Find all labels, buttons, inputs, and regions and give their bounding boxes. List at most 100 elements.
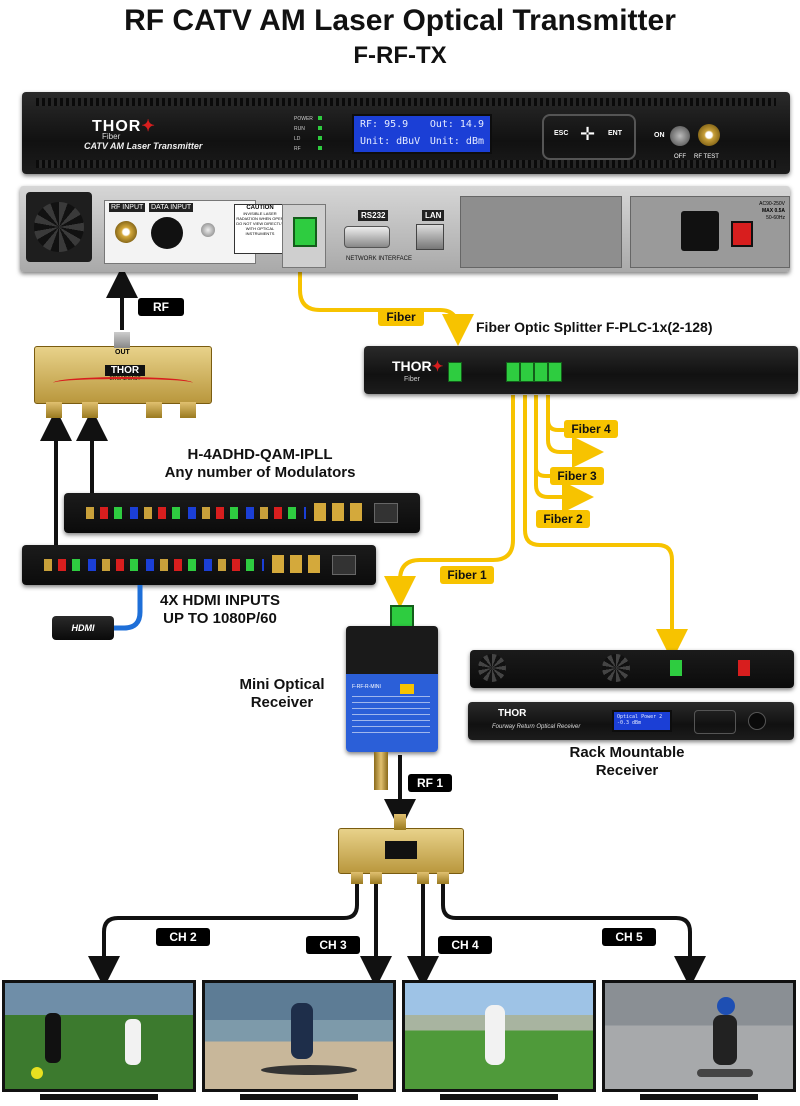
rack-lcd-line2: -0.3 dBm xyxy=(617,720,642,726)
switch-on-label: ON xyxy=(654,132,665,139)
hdmi-plug-label: HDMI xyxy=(71,623,95,633)
hdmi-plug-icon: HDMI xyxy=(52,616,114,640)
hdmi-caption-line1: 4X HDMI INPUTS xyxy=(159,592,280,609)
splitter-output-port-4[interactable] xyxy=(548,362,562,382)
led-ld-label: LD xyxy=(294,136,301,142)
fiber-splitter-title: Fiber Optic Splitter F-PLC-1x(2-128) xyxy=(476,319,713,335)
fiber-1-line xyxy=(384,395,515,608)
fiber-main xyxy=(298,265,474,346)
rack-rear-fan-1 xyxy=(478,654,506,682)
rack-receiver-front: THOR Fourway Return Optical Receiver Opt… xyxy=(468,702,794,740)
tv-ch2-screen xyxy=(5,983,193,1089)
caution-label: CAUTION INVISIBLE LASER RADIATION WHEN O… xyxy=(234,204,286,254)
rf-4way-splitter xyxy=(338,828,464,874)
combiner-in-port-2[interactable] xyxy=(82,402,98,418)
modulator-1-ports xyxy=(44,559,264,571)
combiner-in-port-3[interactable] xyxy=(146,402,162,418)
rack-receiver-test-port[interactable] xyxy=(748,712,766,730)
data-input-port[interactable] xyxy=(151,217,183,249)
mini-receiver-caption-line1: Mini Optical xyxy=(239,676,325,693)
switch-off-label: OFF xyxy=(674,154,686,160)
lan-port[interactable] xyxy=(416,224,444,250)
splitter-output-port-1[interactable] xyxy=(506,362,520,382)
mini-receiver-caption-line2: Receiver xyxy=(250,694,314,711)
4way-splitter-logo xyxy=(385,841,417,859)
fiber-splitter-device: THOR✦ Fiber xyxy=(364,346,798,394)
ch2-line xyxy=(88,880,359,988)
combiner-brand-name: THOR xyxy=(105,365,145,376)
rack-lcd-line1: Optical Power 2 xyxy=(617,714,663,720)
combiner-out-label: OUT xyxy=(115,349,130,356)
transmitter-lcd: RF: 95.9 Out: 14.9 Unit: dBuV Unit: dBm xyxy=(352,114,492,154)
mini-receiver-warning-icon xyxy=(400,684,414,694)
led-power-label: POWER xyxy=(294,116,313,122)
network-interface-label: NETWORK INTERFACE xyxy=(346,256,413,262)
4way-out-port-2[interactable] xyxy=(370,872,382,884)
led-indicators xyxy=(318,116,322,150)
lcd-rf-unit: Unit: dBuV xyxy=(360,136,421,147)
enter-key[interactable]: ENT xyxy=(608,130,622,137)
combiner-out-port[interactable] xyxy=(114,332,130,348)
combiner-red-wire xyxy=(53,377,193,389)
4way-in-port[interactable] xyxy=(394,814,406,830)
ch5-line xyxy=(441,880,706,988)
nav-cross-icon[interactable]: ✛ xyxy=(580,124,596,144)
modulator-unit-2 xyxy=(64,493,420,533)
rf-combiner: OUT THOR BROADCAST xyxy=(34,346,212,404)
4way-out-port-3[interactable] xyxy=(417,872,429,884)
lcd-out-value: Out: 14.9 xyxy=(429,119,484,130)
esc-key[interactable]: ESC xyxy=(554,130,569,137)
tv-ch4 xyxy=(402,980,596,1092)
led-run-label: RUN xyxy=(294,126,305,132)
front-grille-bottom xyxy=(36,160,776,168)
transmitter-front-panel: THOR✦ Fiber CATV AM Laser Transmitter PO… xyxy=(22,92,790,174)
fiber-1-tag: Fiber 1 xyxy=(440,566,494,584)
data-input-label: DATA INPUT xyxy=(149,203,194,212)
ac-inlet[interactable] xyxy=(681,211,719,251)
lan-label: LAN xyxy=(422,210,445,221)
fiber-3-tag: Fiber 3 xyxy=(550,467,604,485)
mini-receiver-rf-out[interactable] xyxy=(374,752,388,790)
rf-test-port[interactable] xyxy=(698,124,720,146)
rs232-port[interactable] xyxy=(344,226,390,248)
sc-connector-icon[interactable] xyxy=(293,217,317,247)
brand-logo: THOR✦ xyxy=(92,118,156,135)
power-key-switch[interactable] xyxy=(670,126,690,146)
splitter-input-port[interactable] xyxy=(448,362,462,382)
4way-out-port-1[interactable] xyxy=(351,872,363,884)
rack-receiver-keypad[interactable] xyxy=(694,710,736,734)
lcd-out-unit: Unit: dBm xyxy=(429,136,484,147)
rf-tag: RF xyxy=(138,298,184,316)
tv-ch3-screen xyxy=(205,983,393,1089)
rack-receiver-caption: Rack Mountable Receiver xyxy=(552,744,702,780)
mini-receiver-caption: Mini Optical Receiver xyxy=(222,676,342,712)
rack-rear-sc-port[interactable] xyxy=(670,660,682,676)
tv-ch3 xyxy=(202,980,396,1092)
rack-receiver-brand: THOR xyxy=(498,708,527,719)
brand-name: THOR xyxy=(92,118,142,135)
fiber-4-line-b xyxy=(546,395,570,432)
ch3-tag: CH 3 xyxy=(306,936,360,954)
rack-rear-fan-2 xyxy=(602,654,630,682)
combiner-in-port-1[interactable] xyxy=(46,402,62,418)
rf-input-port[interactable] xyxy=(115,221,137,243)
fiber-4-line-a xyxy=(546,395,604,468)
modulator-unit-1 xyxy=(22,545,376,585)
caution-title: CAUTION xyxy=(246,205,274,211)
splitter-brand-name: THOR xyxy=(392,358,432,374)
splitter-output-port-3[interactable] xyxy=(534,362,548,382)
fiber-2-line xyxy=(523,395,688,661)
power-rocker-switch[interactable] xyxy=(731,221,753,247)
mini-optical-receiver: F-RF-R-MINI xyxy=(346,626,438,752)
transmitter-rear-panel: RF INPUT DATA INPUT CAUTION INVISIBLE LA… xyxy=(20,186,790,272)
optical-output-panel xyxy=(282,204,326,268)
combiner-in-port-4[interactable] xyxy=(180,402,196,418)
splitter-output-port-2[interactable] xyxy=(520,362,534,382)
4way-out-port-4[interactable] xyxy=(437,872,449,884)
ground-screw-icon xyxy=(201,223,215,237)
led-panel: POWER RUN LD RF xyxy=(294,114,326,160)
power-spec-3: 50-60Hz xyxy=(766,215,785,221)
rack-rear-power-switch[interactable] xyxy=(738,660,750,676)
